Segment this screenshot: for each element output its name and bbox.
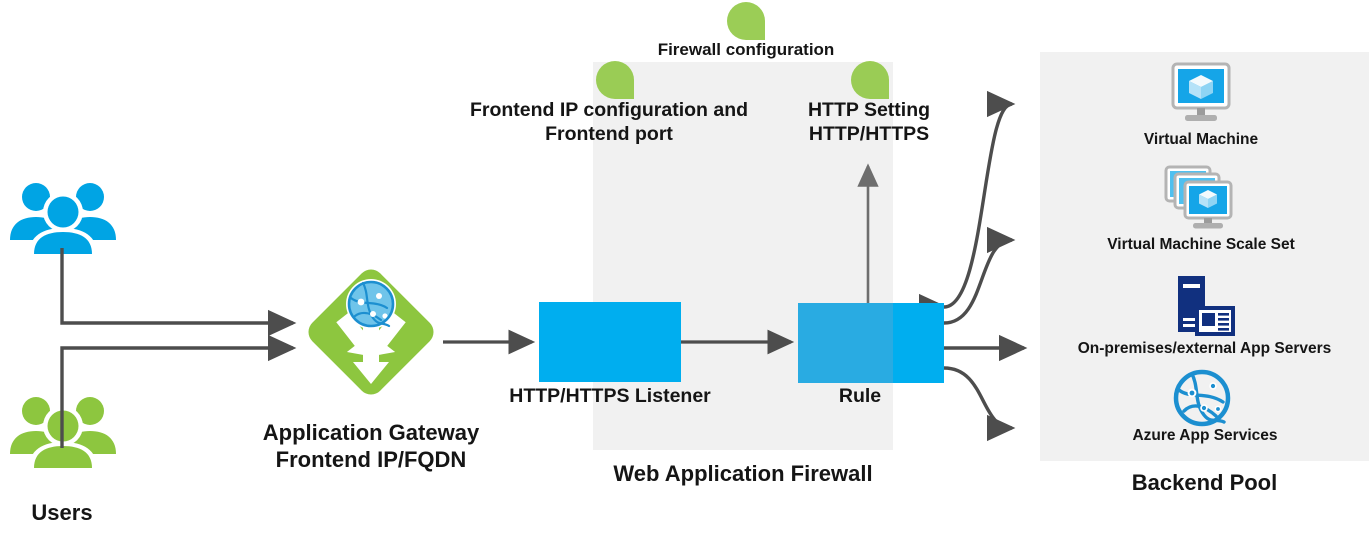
users-blue-group bbox=[8, 178, 118, 254]
users-label: Users bbox=[31, 500, 93, 525]
azure-app-services-node bbox=[1172, 368, 1232, 428]
rule-block-inner-left bbox=[798, 303, 893, 383]
virtual-machine-node bbox=[1168, 62, 1234, 124]
application-gateway-icon bbox=[308, 269, 434, 395]
http-https-listener-block bbox=[539, 302, 681, 382]
on-premises-server-icon bbox=[1178, 276, 1235, 336]
frontend-ip-configuration-label: Frontend IP configuration and Frontend p… bbox=[469, 99, 749, 145]
http-setting-marker bbox=[851, 61, 889, 99]
edge-users-blue-to-gateway bbox=[60, 248, 297, 337]
virtual-machine-icon bbox=[1171, 62, 1231, 121]
http-setting-label: HTTP Setting HTTP/HTTPS bbox=[807, 99, 931, 145]
application-gateway-node bbox=[295, 256, 447, 408]
firewall-configuration-label: Firewall configuration bbox=[657, 40, 835, 59]
edge-rule-to-azure-app-services bbox=[918, 354, 1016, 442]
frontend-ip-configuration-marker bbox=[596, 61, 634, 99]
virtual-machine-scale-set-label: Virtual Machine Scale Set bbox=[1107, 236, 1295, 253]
azure-app-services-label: Azure App Services bbox=[1132, 427, 1278, 444]
virtual-machine-label: Virtual Machine bbox=[1143, 131, 1259, 148]
rule-label: Rule bbox=[838, 385, 882, 407]
rule-block-inner-right bbox=[893, 303, 944, 383]
on-premises-app-servers-node bbox=[1171, 275, 1235, 339]
rule-block bbox=[798, 303, 944, 383]
edge-rule-to-vm-scale-set bbox=[918, 226, 1016, 337]
virtual-machine-scale-set-node bbox=[1163, 165, 1239, 231]
edge-users-green-to-gateway bbox=[60, 334, 297, 448]
users-group-icon bbox=[10, 183, 116, 254]
azure-app-services-icon bbox=[1173, 369, 1231, 427]
firewall-configuration-marker bbox=[727, 2, 765, 40]
on-premises-app-servers-label: On-premises/external App Servers bbox=[1077, 340, 1332, 357]
edge-rule-to-virtual-machine bbox=[918, 90, 1016, 321]
web-application-firewall-panel bbox=[593, 62, 893, 450]
http-https-listener-label: HTTP/HTTPS Listener bbox=[509, 385, 711, 407]
application-gateway-label: Application Gateway Frontend IP/FQDN bbox=[262, 420, 480, 472]
backend-pool-label: Backend Pool bbox=[1131, 470, 1278, 495]
web-application-firewall-label: Web Application Firewall bbox=[613, 461, 873, 486]
vm-scale-set-icon bbox=[1164, 165, 1233, 229]
